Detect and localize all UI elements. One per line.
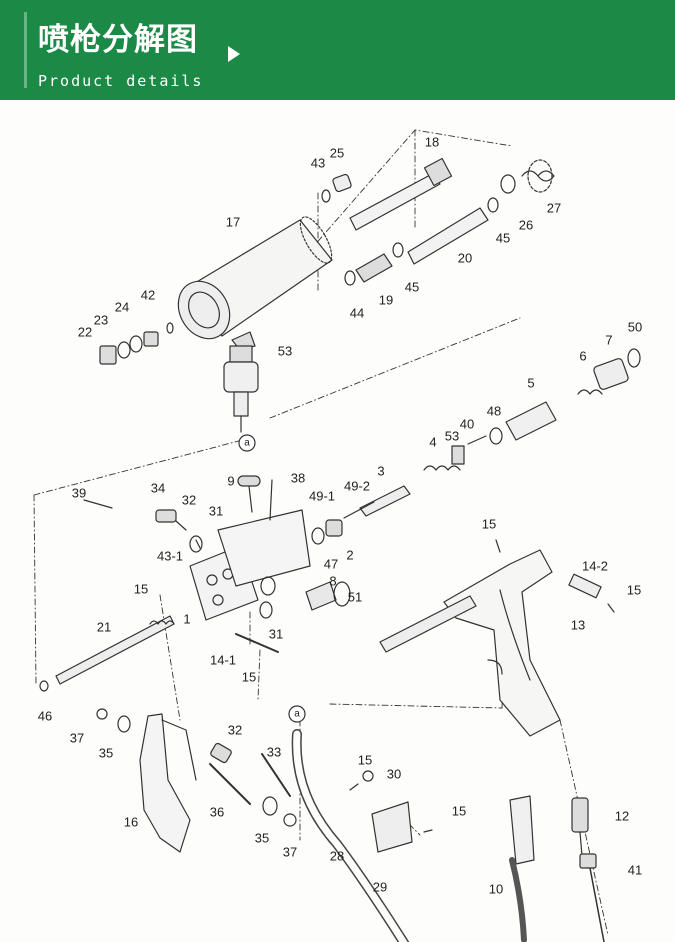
left-fittings bbox=[99, 322, 174, 365]
callout-53-lower: 53 bbox=[444, 428, 460, 444]
callout-3: 3 bbox=[377, 463, 385, 479]
callout-45-lower: 45 bbox=[404, 279, 420, 295]
callout-14-2: 14-2 bbox=[581, 558, 609, 574]
callout-49-2: 49-2 bbox=[343, 478, 371, 494]
callout-15-clamp: 15 bbox=[451, 803, 467, 819]
callout-43-1: 43-1 bbox=[156, 548, 184, 564]
callout-41: 41 bbox=[627, 862, 643, 878]
callout-20: 20 bbox=[457, 250, 473, 266]
callout-15-left: 15 bbox=[133, 581, 149, 597]
page-subtitle: Product details bbox=[38, 72, 204, 90]
callout-4: 4 bbox=[429, 434, 437, 450]
callout-49-1: 49-1 bbox=[308, 488, 336, 504]
callout-21: 21 bbox=[96, 619, 112, 635]
callout-35-left: 35 bbox=[98, 745, 114, 761]
callout-37-left: 37 bbox=[69, 730, 85, 746]
callout-32-lower: 32 bbox=[227, 722, 243, 738]
callout-25: 25 bbox=[329, 145, 345, 161]
callout-8: 8 bbox=[329, 573, 337, 589]
header-accent-bar bbox=[24, 12, 27, 88]
callout-36: 36 bbox=[209, 804, 225, 820]
callout-7: 7 bbox=[605, 332, 613, 348]
trigger bbox=[96, 708, 297, 853]
callout-48: 48 bbox=[486, 403, 502, 419]
callout-46: 46 bbox=[37, 708, 53, 724]
callout-17: 17 bbox=[225, 214, 241, 230]
callout-15-top: 15 bbox=[481, 516, 497, 532]
callout-15-right: 15 bbox=[626, 582, 642, 598]
callout-35-right: 35 bbox=[254, 830, 270, 846]
callout-26: 26 bbox=[518, 217, 534, 233]
callout-9: 9 bbox=[227, 473, 235, 489]
callout-28: 28 bbox=[329, 848, 345, 864]
callout-16: 16 bbox=[123, 814, 139, 830]
hose-assembly bbox=[288, 705, 605, 942]
upper-tubes bbox=[321, 157, 555, 286]
callout-2: 2 bbox=[346, 547, 354, 563]
callout-24: 24 bbox=[114, 299, 130, 315]
callout-31-upper: 31 bbox=[208, 503, 224, 519]
callout-47: 47 bbox=[323, 556, 339, 572]
diagram-drawing bbox=[33, 129, 641, 942]
callout-44: 44 bbox=[349, 305, 365, 321]
page-title: 喷枪分解图 bbox=[38, 22, 198, 58]
callout-22: 22 bbox=[77, 324, 93, 340]
callout-27: 27 bbox=[546, 200, 562, 216]
callout-45-upper: 45 bbox=[495, 230, 511, 246]
callout-10: 10 bbox=[488, 881, 504, 897]
callout-42: 42 bbox=[140, 287, 156, 303]
callout-30: 30 bbox=[386, 766, 402, 782]
callout-19: 19 bbox=[378, 292, 394, 308]
callout-32-upper: 32 bbox=[181, 492, 197, 508]
callout-13: 13 bbox=[570, 617, 586, 633]
callout-14-1: 14-1 bbox=[209, 652, 237, 668]
callout-37-right: 37 bbox=[282, 844, 298, 860]
callout-39: 39 bbox=[71, 485, 87, 501]
triangle-right-icon bbox=[228, 46, 240, 62]
callout-40: 40 bbox=[459, 416, 475, 432]
callout-15-hose: 15 bbox=[357, 752, 373, 768]
barrel-body bbox=[177, 216, 333, 351]
callout-a-lower: a bbox=[294, 708, 300, 720]
callout-18: 18 bbox=[424, 134, 440, 150]
callout-33: 33 bbox=[266, 744, 282, 760]
callout-23: 23 bbox=[93, 312, 109, 328]
callout-31-lower: 31 bbox=[268, 626, 284, 642]
callout-51: 51 bbox=[347, 589, 363, 605]
callout-5: 5 bbox=[527, 375, 535, 391]
callout-1: 1 bbox=[183, 611, 191, 627]
callout-29: 29 bbox=[372, 879, 388, 895]
exploded-view-diagram: 18 25 43 17 27 26 45 20 45 19 44 42 24 2… bbox=[0, 100, 675, 942]
callout-53-upper: 53 bbox=[277, 343, 293, 359]
air-connector bbox=[223, 345, 259, 452]
callout-15-mid: 15 bbox=[241, 669, 257, 685]
callout-38: 38 bbox=[290, 470, 306, 486]
callout-50: 50 bbox=[627, 319, 643, 335]
callout-12: 12 bbox=[614, 808, 630, 824]
callout-43: 43 bbox=[310, 155, 326, 171]
header-banner: 喷枪分解图 Product details bbox=[0, 0, 675, 100]
callout-6: 6 bbox=[579, 348, 587, 364]
callout-a-upper: a bbox=[244, 437, 250, 449]
callout-34: 34 bbox=[150, 480, 166, 496]
valve-block bbox=[83, 475, 375, 621]
rods bbox=[39, 601, 279, 692]
needle-assembly bbox=[359, 348, 641, 517]
gun-handle bbox=[379, 539, 615, 737]
